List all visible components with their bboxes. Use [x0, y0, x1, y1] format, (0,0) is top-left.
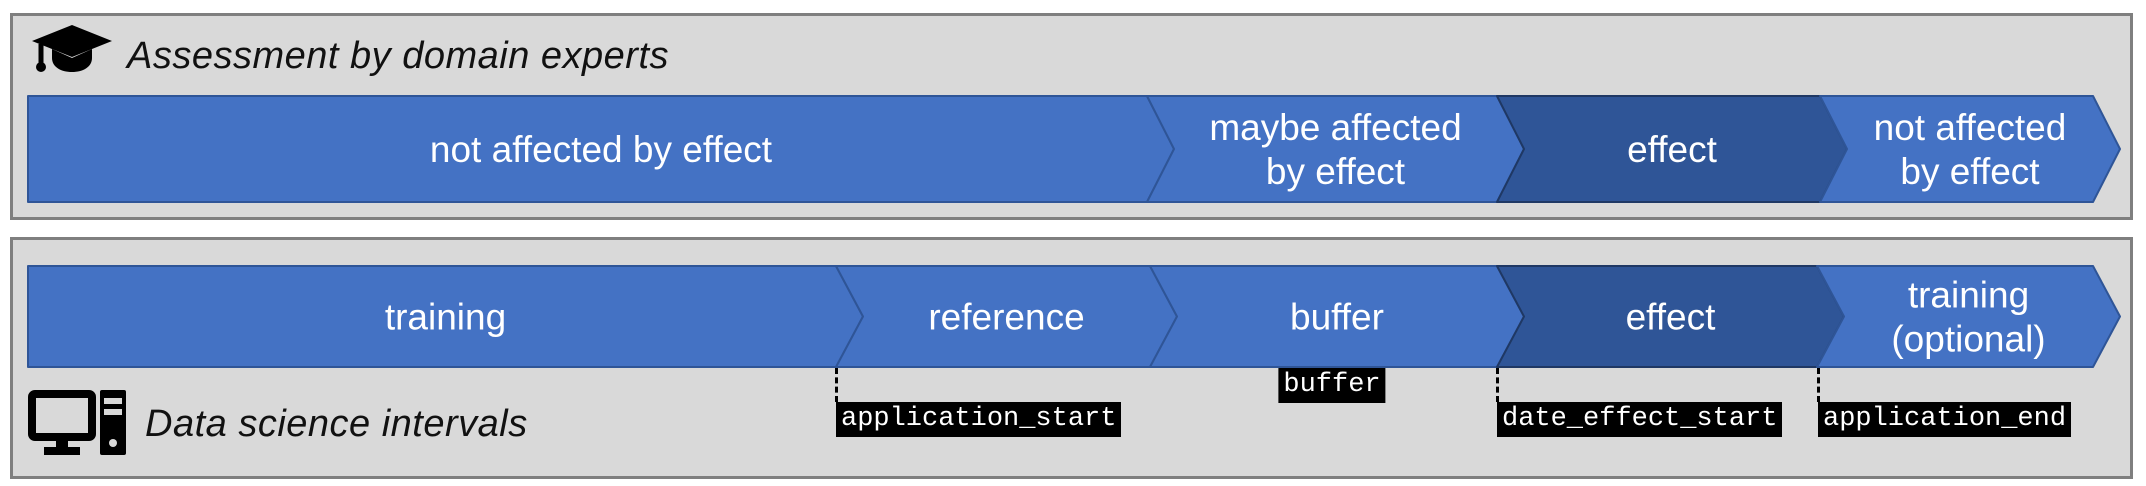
marker-application-end: application_end: [1817, 368, 2072, 437]
expert-panel-title: Assessment by domain experts: [127, 35, 670, 77]
graduation-cap-icon: [31, 24, 113, 91]
data-science-timeline-bar: training reference buffer effect training(op…: [27, 265, 2121, 368]
marker-buffer: buffer: [1278, 368, 1386, 403]
marker-label: buffer: [1278, 368, 1386, 403]
dashed-connector: [1496, 368, 1499, 402]
segment-label: reference: [928, 297, 1084, 338]
dashed-connector: [835, 368, 838, 402]
segment-label: buffer: [1290, 297, 1384, 338]
marker-label: date_effect_start: [1497, 402, 1783, 437]
marker-label: application_end: [1818, 402, 2072, 437]
segment-training-optional-: [1816, 265, 2121, 368]
data-science-panel-title: Data science intervals: [145, 403, 528, 445]
segment-not-affected-by-effect: [1819, 95, 2121, 203]
data-science-panel: training reference buffer effect training(op…: [10, 237, 2133, 479]
marker-application-start: application_start: [835, 368, 1122, 437]
dashed-connector: [1817, 368, 1820, 402]
segment-label: not affected by effect: [430, 129, 773, 170]
segment-label: training: [385, 297, 506, 338]
segment-label: training(optional): [1891, 275, 2045, 360]
marker-label: application_start: [836, 402, 1122, 437]
expert-assessment-panel: Assessment by domain experts not affecte…: [10, 13, 2133, 220]
marker-date-effect-start: date_effect_start: [1496, 368, 1783, 437]
desktop-computer-icon: [28, 390, 130, 463]
segment-label: effect: [1627, 129, 1718, 170]
segment-label: effect: [1626, 297, 1717, 338]
